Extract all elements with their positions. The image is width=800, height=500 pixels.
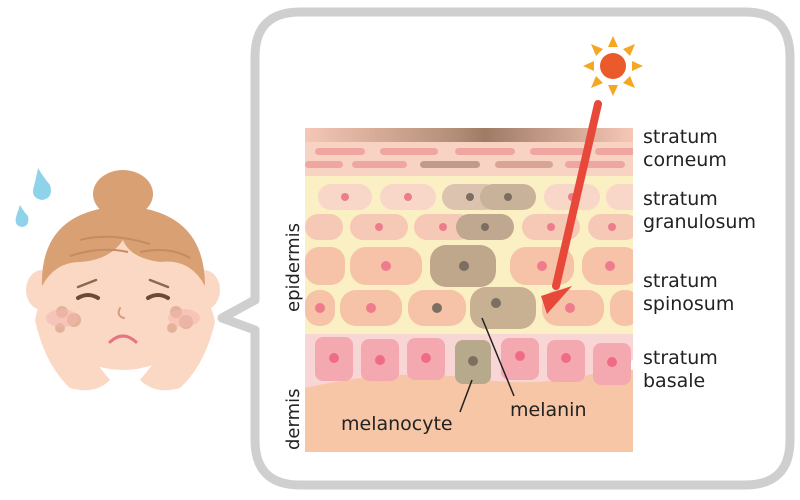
corneum-cells — [305, 148, 633, 168]
melanin-pointer — [481, 317, 515, 397]
sweat-drop-icon — [15, 168, 51, 227]
svg-text:stratum: stratum — [643, 270, 718, 292]
melanocyte-label: melanocyte — [341, 413, 453, 435]
basale-cells — [315, 337, 631, 385]
sun-icon — [583, 36, 643, 96]
svg-text:spinosum: spinosum — [643, 293, 734, 315]
uv-ray-arrow-icon — [541, 100, 602, 314]
svg-text:stratum: stratum — [643, 188, 718, 210]
svg-text:stratum: stratum — [643, 347, 718, 369]
svg-text:stratum: stratum — [643, 126, 718, 148]
svg-text:granulosum: granulosum — [643, 211, 756, 233]
worried-face-icon — [15, 168, 220, 391]
stratum-basale-label: stratum basale — [643, 347, 718, 392]
granulosum-cells — [318, 184, 633, 210]
spinosum-cells — [305, 245, 633, 287]
skin-cross-section — [305, 128, 633, 452]
epidermis-label: epidermis — [283, 223, 304, 312]
melanin-label: melanin — [510, 399, 586, 421]
melanocyte-pointer — [459, 379, 473, 413]
stratum-granulosum-label: stratum granulosum — [643, 188, 756, 233]
dermis-label: dermis — [283, 389, 304, 451]
stratum-spinosum-label: stratum spinosum — [643, 270, 734, 315]
stratum-corneum-label: stratum corneum — [643, 126, 727, 171]
svg-text:basale: basale — [643, 370, 705, 392]
svg-text:corneum: corneum — [643, 149, 727, 171]
